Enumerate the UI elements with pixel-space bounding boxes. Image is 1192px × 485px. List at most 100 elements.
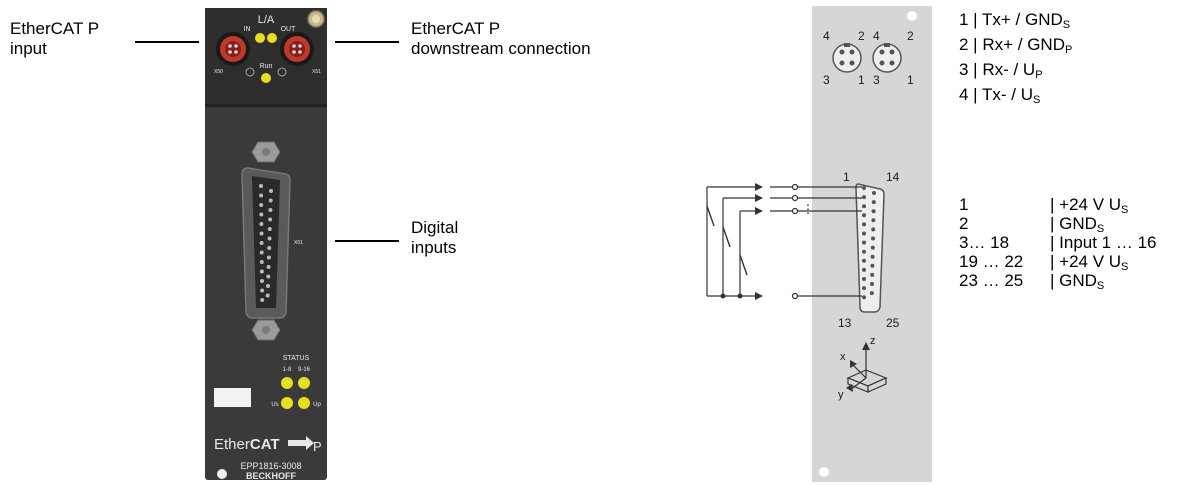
label-us: Us bbox=[271, 402, 278, 408]
arrow-icon bbox=[755, 183, 763, 191]
led-up bbox=[298, 397, 310, 409]
dsub-pin bbox=[862, 240, 866, 245]
dsub-pin bbox=[259, 184, 263, 188]
arrow-icon bbox=[755, 207, 763, 215]
dsub-pin bbox=[871, 227, 876, 232]
ethercat-arrow-icon bbox=[288, 436, 314, 450]
legend-signal: +24 V U bbox=[1059, 195, 1122, 214]
m8-legend-row: 2 | Rx+ / GNDP bbox=[959, 35, 1072, 60]
legend-pin: 2 bbox=[959, 214, 969, 233]
led-la-in bbox=[255, 33, 265, 43]
led-us bbox=[281, 397, 293, 409]
m8-left-pin-1: 1 bbox=[858, 73, 865, 87]
callout-input: EtherCAT P input bbox=[10, 19, 100, 58]
label-status: STATUS bbox=[283, 355, 310, 362]
legend-separator: | bbox=[1050, 252, 1060, 271]
legend-separator: | bbox=[1050, 233, 1060, 252]
legend-subscript: S bbox=[1062, 19, 1071, 31]
legend-separator: | bbox=[1050, 214, 1060, 233]
legend-separator: | bbox=[1050, 271, 1060, 290]
legend-signal: Rx+ / GND bbox=[982, 35, 1065, 54]
legend-signal: GND bbox=[1059, 214, 1097, 233]
m8-legend-row: 4 | Tx- / US bbox=[959, 85, 1072, 110]
label-run: Run bbox=[260, 63, 273, 70]
dsub-pin bbox=[871, 218, 876, 223]
label-plate bbox=[214, 388, 251, 407]
dsub-pin bbox=[260, 279, 264, 283]
axis-z-label: z bbox=[870, 335, 876, 347]
callout-digital-inputs: Digital inputs bbox=[411, 218, 459, 257]
dsub-pin bbox=[870, 254, 875, 259]
dsub-pin bbox=[259, 193, 264, 198]
label-status-1-8: 1-8 bbox=[283, 367, 292, 373]
legend-pin: 1 | bbox=[959, 10, 983, 29]
m8-legend-row: 3 | Rx- / UP bbox=[959, 60, 1072, 85]
dsub-pin bbox=[266, 284, 270, 288]
legend-pin: 2 | bbox=[959, 35, 983, 54]
dsub-pin bbox=[259, 269, 264, 274]
dsub-pin bbox=[862, 249, 866, 254]
legend-signal: Tx+ / GND bbox=[982, 10, 1063, 29]
dsub-pin bbox=[862, 195, 866, 200]
label-la: L/A bbox=[258, 14, 275, 26]
legend-subscript: S bbox=[1096, 223, 1105, 235]
dsub-pin bbox=[260, 298, 265, 302]
m8-left-pin-3: 3 bbox=[823, 73, 830, 87]
panel-hole-bottom bbox=[819, 467, 829, 477]
brand-ether: Ether bbox=[214, 436, 250, 453]
dsub-pin bbox=[871, 200, 876, 205]
dsub-pin bbox=[872, 191, 876, 195]
dsub-pin bbox=[259, 212, 264, 217]
label-status-9-16: 9-16 bbox=[298, 367, 311, 373]
dsub-pin bbox=[862, 222, 866, 227]
dsub-pin bbox=[862, 295, 866, 300]
legend-subscript: P bbox=[1064, 44, 1073, 56]
dsub-pin bbox=[869, 291, 874, 296]
dsub-pin-1-label: 1 bbox=[843, 170, 850, 184]
dsub-pin bbox=[870, 272, 875, 277]
m8-pinout-left bbox=[832, 43, 862, 73]
legend-signal: Input 1 … 16 bbox=[1059, 233, 1157, 252]
dsub-pin bbox=[862, 213, 866, 218]
dsub-pin bbox=[870, 263, 875, 268]
junction-dot bbox=[737, 293, 743, 299]
legend-signal-group: | +24 V US bbox=[1050, 195, 1128, 220]
dsub-pin bbox=[267, 236, 272, 241]
port-out-connector bbox=[280, 32, 314, 66]
legend-pin: 19 … 22 bbox=[959, 252, 1024, 271]
dsub-pin-14-label: 14 bbox=[886, 170, 900, 184]
callout-downstream: EtherCAT P downstream connection bbox=[411, 19, 591, 58]
legend-signal-group: | GNDS bbox=[1050, 214, 1104, 239]
m8-right-pin-3: 3 bbox=[873, 73, 880, 87]
dsub-pin bbox=[862, 258, 866, 263]
dsub-pin bbox=[870, 245, 875, 250]
dsub-pin bbox=[265, 293, 270, 298]
dsub-pin bbox=[871, 209, 876, 214]
dsub-pin bbox=[268, 208, 273, 212]
legend-signal: GND bbox=[1059, 271, 1097, 290]
dsub-pin-25-label: 25 bbox=[886, 316, 900, 330]
dsub-pin bbox=[260, 288, 265, 293]
dsub-pin bbox=[871, 236, 875, 241]
label-maker: BECKHOFF bbox=[246, 471, 296, 481]
arrow-icon bbox=[755, 292, 763, 300]
legend-subscript: P bbox=[1035, 69, 1043, 81]
legend-subscript: S bbox=[1121, 204, 1129, 216]
led-status-9-16 bbox=[298, 377, 310, 389]
arrow-icon bbox=[755, 194, 763, 202]
svg-text:EtherCAT: EtherCAT bbox=[214, 436, 280, 453]
legend-separator: | bbox=[1050, 195, 1060, 214]
m8-left-pin-4: 4 bbox=[823, 29, 830, 43]
label-x50: X50 bbox=[214, 69, 223, 75]
dsub-pin bbox=[862, 286, 866, 291]
dsub-pin bbox=[862, 277, 866, 281]
dsub-pin bbox=[268, 217, 273, 222]
m8-pinout-right bbox=[872, 43, 902, 73]
dsub-pin bbox=[862, 186, 866, 190]
dsub-connector bbox=[241, 167, 291, 319]
dsub-pin bbox=[862, 231, 866, 236]
axis-orientation-icon bbox=[846, 342, 888, 393]
legend-signal-group: | Input 1 … 16 bbox=[1050, 233, 1156, 252]
m8-right-pin-2: 2 bbox=[907, 29, 914, 43]
dsub-pin bbox=[266, 255, 271, 260]
